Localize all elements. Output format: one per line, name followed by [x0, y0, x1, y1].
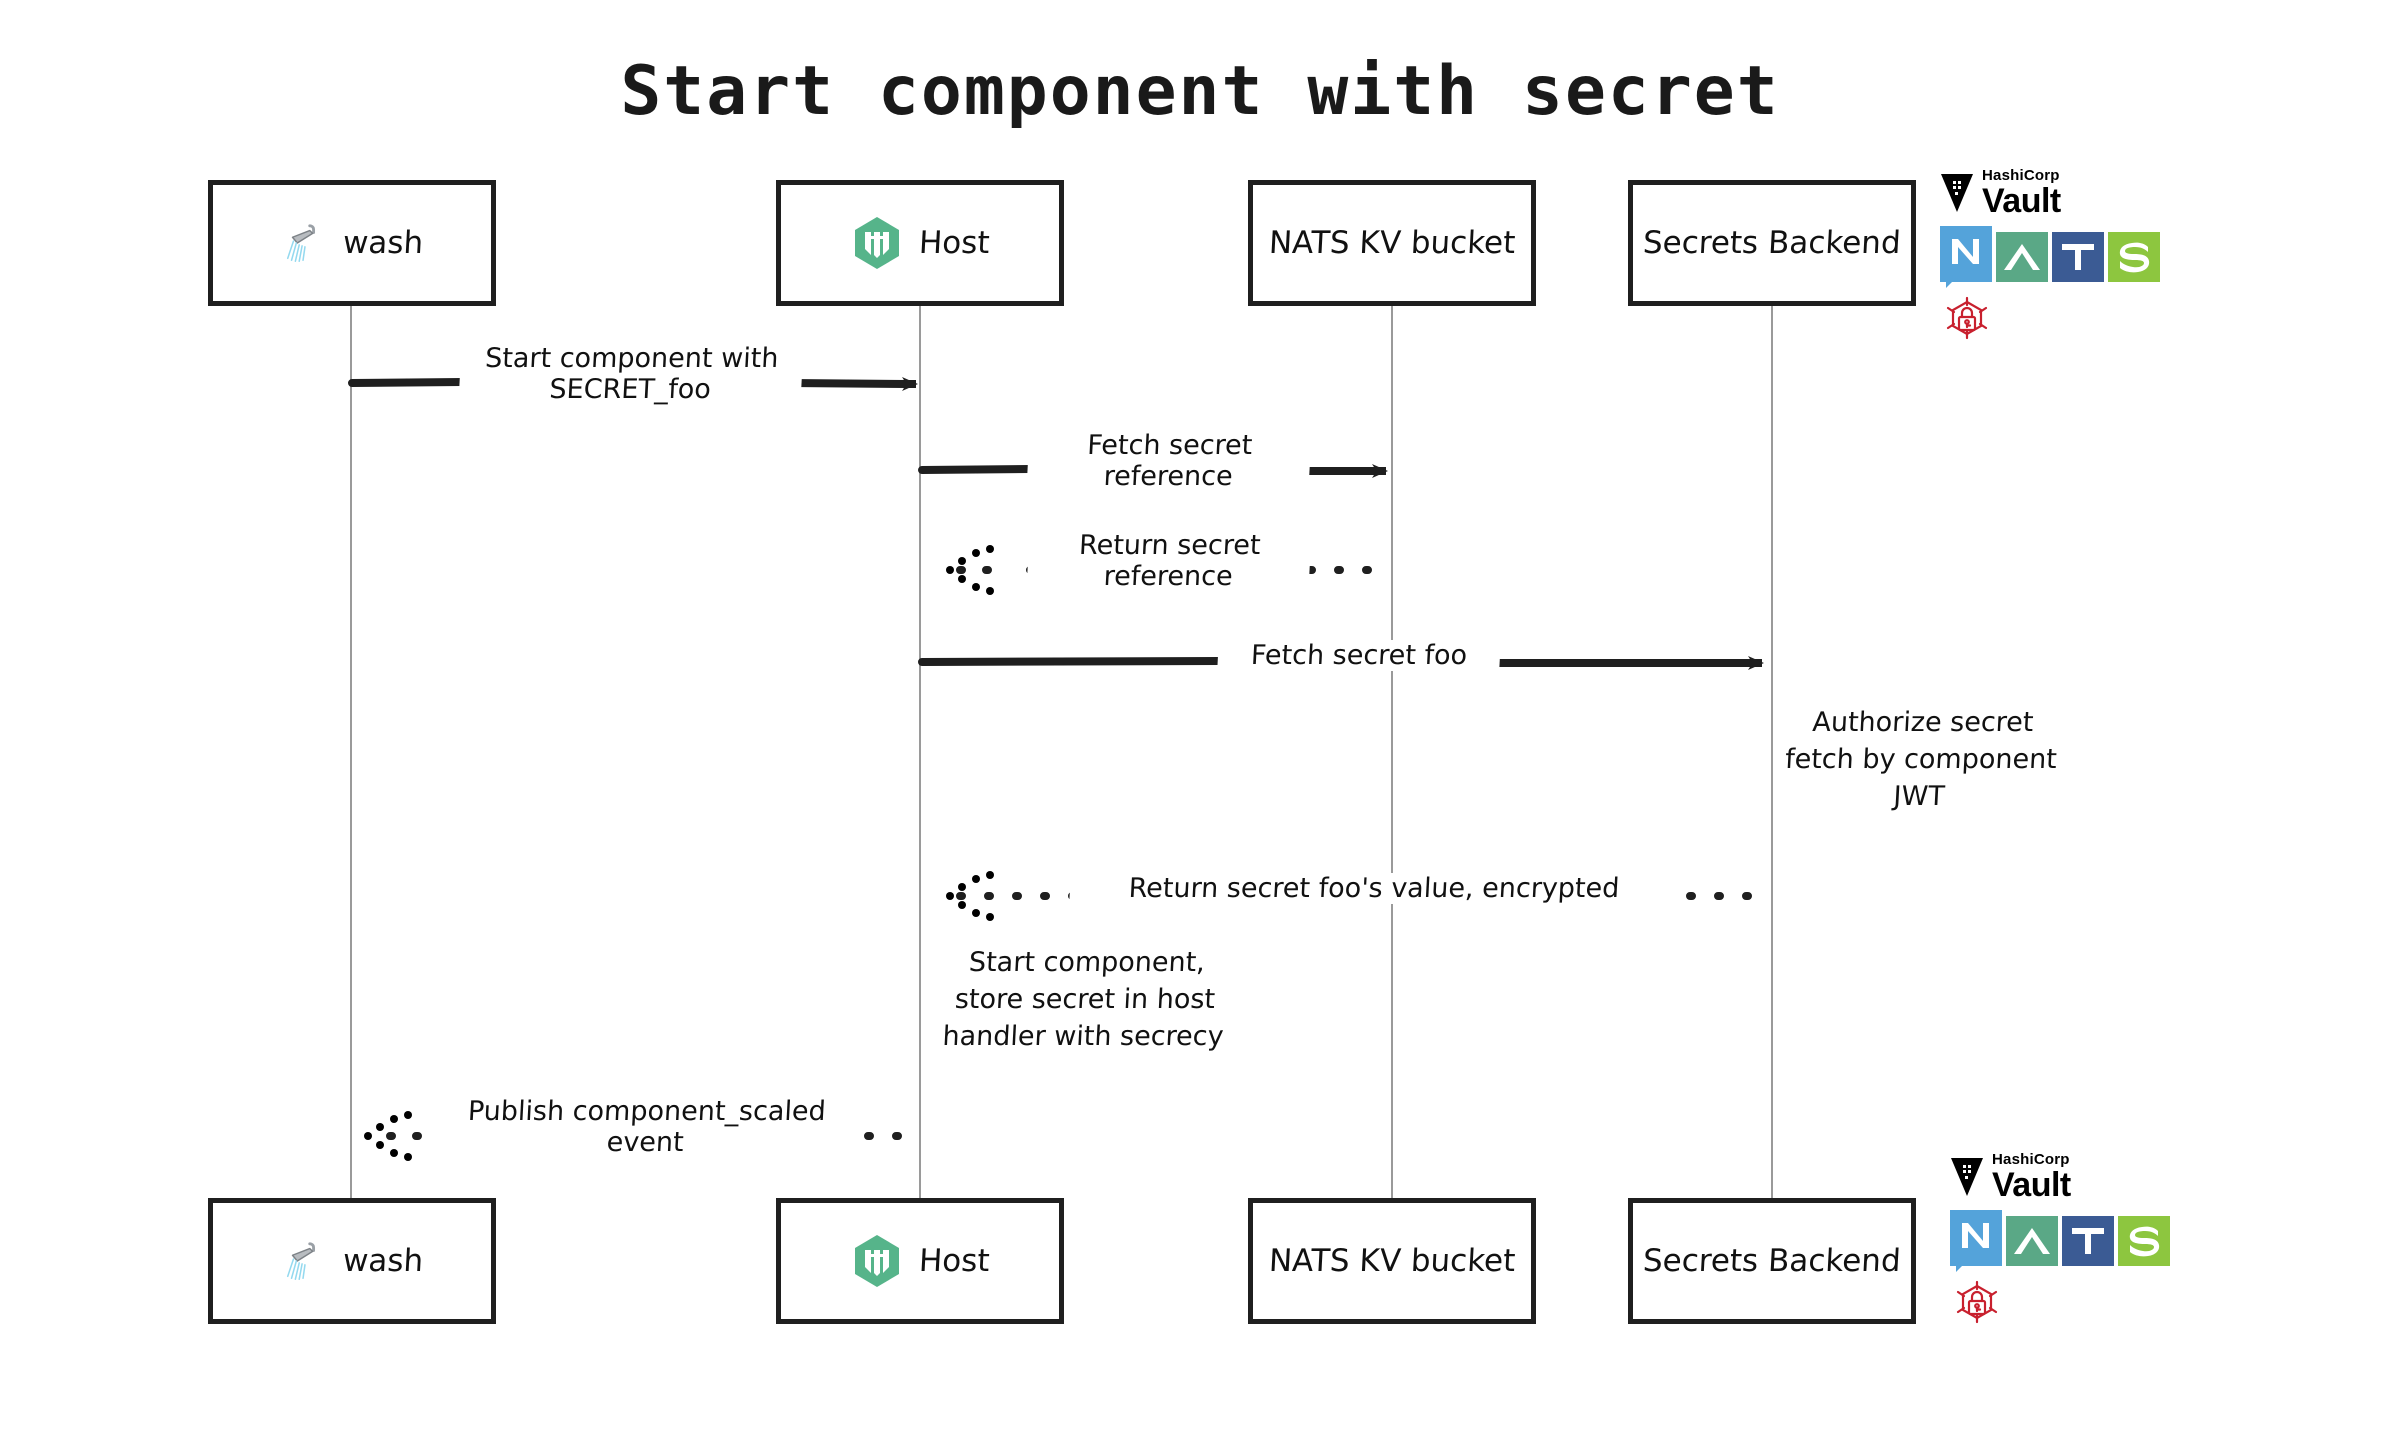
vault-brand-label: HashiCorp: [1982, 167, 2060, 184]
wasmcloud-hexagon-icon: [851, 1233, 903, 1289]
participant-box-wash-bottom[interactable]: wash: [208, 1198, 496, 1324]
participant-label: Secrets Backend: [1642, 1243, 1902, 1279]
participant-box-secrets-backend-top[interactable]: Secrets Backend: [1628, 180, 1916, 306]
wasmcloud-hexagon-icon: [851, 215, 903, 271]
nats-letter-s: [2118, 1216, 2170, 1266]
participant-label: Host: [917, 1243, 991, 1279]
participant-label: NATS KV bucket: [1267, 225, 1517, 261]
message-label-m2: Fetch secret reference: [1026, 430, 1312, 492]
note-authorize-secret-fetch: Authorize secret fetch by component JWT: [1784, 707, 2058, 812]
hashicorp-vault-logo: HashiCorp Vault: [1940, 168, 2160, 218]
vault-mark-icon: [1951, 1158, 1983, 1196]
participant-label: wash: [341, 1243, 425, 1279]
message-arrow-m1: [348, 377, 918, 391]
nats-letter-a: [2006, 1216, 2058, 1266]
secrets-lock-icon: [1950, 1280, 2170, 1338]
message-label-m3: Return secret reference: [1026, 530, 1312, 592]
message-label-m4: Fetch secret foo: [1217, 640, 1501, 671]
participant-label: Secrets Backend: [1642, 225, 1902, 261]
message-label-m5: Return secret foo's value, encrypted: [1069, 873, 1679, 904]
nats-logo: [1950, 1210, 2170, 1272]
hashicorp-vault-logo: HashiCorp Vault: [1950, 1152, 2170, 1202]
nats-letter-n: [1940, 226, 1992, 288]
participant-label: Host: [917, 225, 991, 261]
secrets-lock-icon: [1940, 296, 2160, 354]
vault-brand-label: HashiCorp: [1992, 1151, 2070, 1168]
nats-logo: [1940, 226, 2160, 288]
note-start-component-store-secret: Start component, store secret in host ha…: [941, 947, 1225, 1052]
message-arrow-m6: [364, 1111, 916, 1161]
vault-mark-icon: [1941, 174, 1973, 212]
message-arrow-m4: [918, 656, 1764, 670]
participant-box-nats-kv-bucket-top[interactable]: NATS KV bucket: [1248, 180, 1536, 306]
participant-label: wash: [341, 225, 425, 261]
nats-letter-a: [1996, 232, 2048, 282]
vault-product-label: Vault: [1992, 1166, 2071, 1204]
nats-letter-s: [2108, 232, 2160, 282]
message-arrow-m5: [946, 871, 1766, 921]
logo-stack-bottom: HashiCorp Vault: [1950, 1152, 2170, 1338]
participant-box-host-top[interactable]: Host: [776, 180, 1064, 306]
participant-box-host-bottom[interactable]: Host: [776, 1198, 1064, 1324]
participant-box-secrets-backend-bottom[interactable]: Secrets Backend: [1628, 1198, 1916, 1324]
shower-icon: [281, 220, 327, 266]
logo-stack-top: HashiCorp Vault: [1940, 168, 2160, 354]
participant-box-wash-top[interactable]: wash: [208, 180, 496, 306]
nats-letter-t: [2052, 232, 2104, 282]
page-title: Start component with secret: [620, 52, 1780, 131]
message-label-m1: Start component with SECRET_foo: [458, 343, 804, 405]
participant-box-nats-kv-bucket-bottom[interactable]: NATS KV bucket: [1248, 1198, 1536, 1324]
message-label-m6: Publish component_scaled event: [436, 1096, 856, 1158]
nats-letter-n: [1950, 1210, 2002, 1272]
nats-letter-t: [2062, 1216, 2114, 1266]
participant-label: NATS KV bucket: [1267, 1243, 1517, 1279]
shower-icon: [281, 1238, 327, 1284]
vault-product-label: Vault: [1982, 182, 2061, 220]
